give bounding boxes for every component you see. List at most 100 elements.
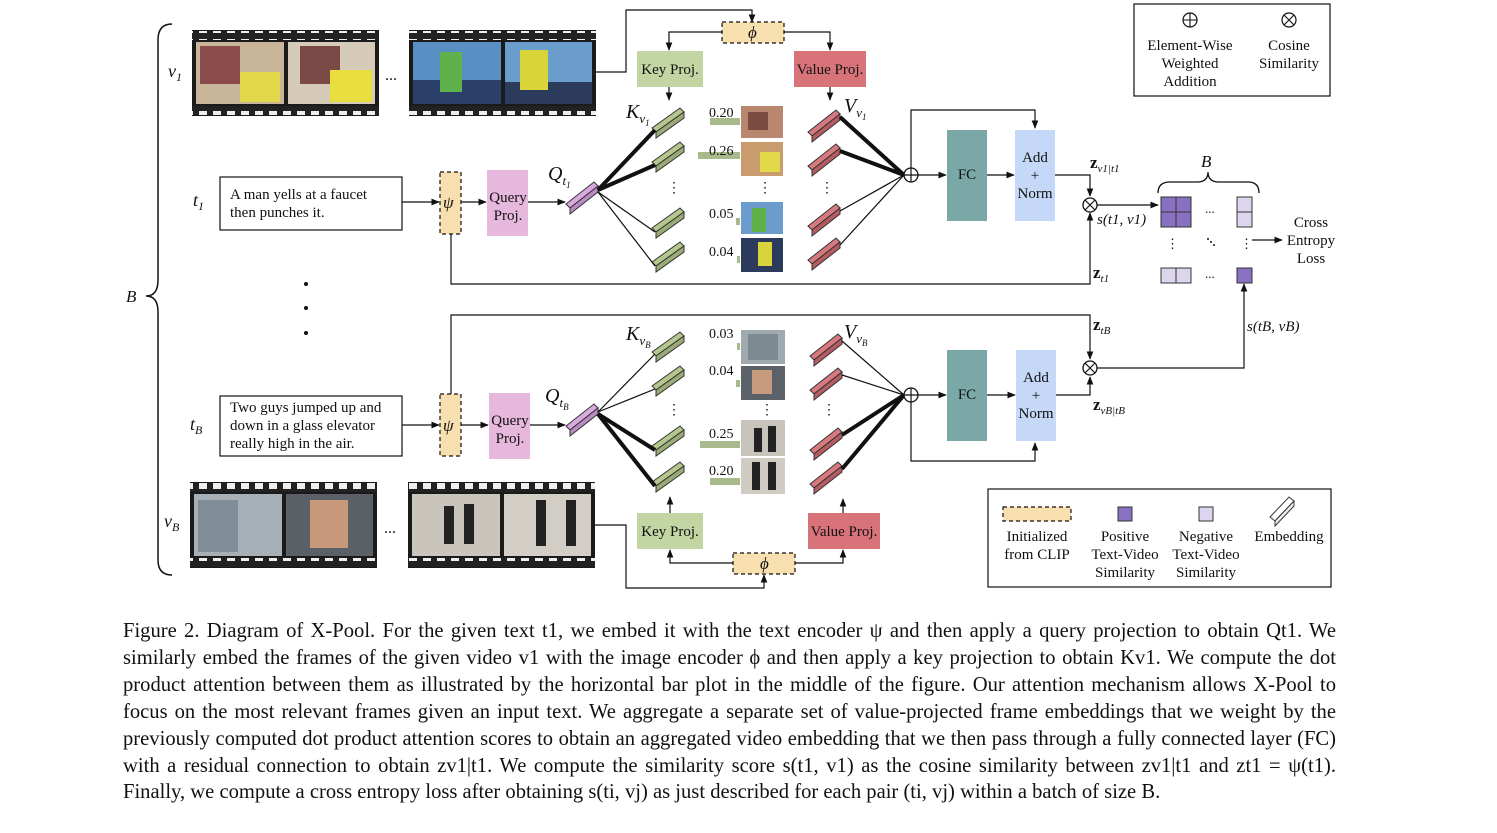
attention-frames-bottom [741,330,785,494]
value-vdots-top: ⋮ [820,181,834,196]
phi-to-key-top [665,31,722,51]
attention-lines-bottom [596,353,657,488]
key-vdots-top: ⋮ [667,181,681,196]
video-vB-filmstrip-right [408,482,595,568]
video-label-vB: vB [164,511,180,534]
batch-label: B [126,287,137,306]
matrix-label: B [1201,152,1212,171]
matrix-dots-row3: ... [1205,266,1215,281]
attention-score-bottom-2: 0.04 [709,364,734,379]
query-proj-label-top-2: Proj. [494,208,523,224]
z-text-bottom: ztB [1093,315,1111,337]
positive-legend-swatch [1117,506,1133,522]
attention-bars-top [698,118,740,263]
negative-legend-swatch [1198,506,1214,522]
add-norm-label-bottom-1: Add [1023,370,1049,386]
key-label-top: Kv1 [625,101,650,128]
query-proj-label-bottom-2: Proj. [496,431,525,447]
attention-bars-bottom [700,343,740,485]
cosine-icon-cross [1283,14,1295,26]
cosine-cross-bottom [1084,362,1096,374]
key-embeddings-bottom [651,331,685,493]
query-label-top: Qt1 [548,163,571,190]
legend-clip-1: Initialized [1007,529,1068,545]
phi-to-key-bottom [666,549,733,564]
legend-addition-1: Element-Wise [1147,38,1233,54]
legend-clip-2: from CLIP [1004,547,1069,563]
add-to-cosine-bottom [1056,376,1094,396]
legend-operators [1133,3,1331,97]
loss-label-2: Entropy [1287,233,1336,249]
addition-icon-plus [1183,13,1197,27]
loss-label-3: Loss [1297,251,1326,267]
video-v1-frames-ellipsis: ... [385,67,397,84]
batch-vertical-dots [304,282,308,335]
similarity-matrix [1160,196,1253,284]
embedding-legend-icon [1269,496,1295,528]
text-tB-line2: down in a glass elevator [230,418,375,434]
cosine-to-matrix-bottom [1097,283,1248,369]
text-label-tB: tB [190,414,203,437]
psi-symbol-bottom: ψ [443,416,454,435]
legend-negative-1: Negative [1179,529,1233,545]
legend-embedding: Embedding [1254,529,1324,545]
attention-score-top-4: 0.04 [709,245,734,260]
legend-cosine-2: Similarity [1259,56,1320,72]
attention-score-bottom-4: 0.20 [709,464,734,479]
legend-negative-3: Similarity [1176,565,1237,581]
legend-components [987,488,1332,588]
weighted-lines-bottom [840,340,906,471]
query-proj-label-top-1: Query [489,190,527,206]
key-vdots-bottom: ⋮ [667,403,681,418]
legend-cosine-1: Cosine [1268,38,1310,54]
add-norm-label-top-1: Add [1022,150,1048,166]
text-residual-bottom [450,314,1094,394]
value-embeddings-bottom [809,333,843,496]
weighted-addition-plus-bottom [904,388,918,402]
matrix-brace [1157,171,1260,194]
loss-label-1: Cross [1294,215,1328,231]
text-t1-line2: then punches it. [230,205,325,221]
key-proj-label-bottom: Key Proj. [641,524,699,540]
attention-score-bottom-3: 0.25 [709,427,734,442]
phi-bottom-connector [595,524,768,589]
z-text-top: zt1 [1093,263,1109,285]
attention-score-top-3: 0.05 [709,207,734,222]
residual-top [910,109,1039,168]
frame-vdots-bottom: ⋮ [760,403,774,418]
text-tB-line3: really high in the air. [230,436,355,452]
similarity-bottom: s(tB, vB) [1247,319,1299,335]
batch-brace [145,23,173,576]
attention-frames-top [741,106,783,272]
phi-symbol-top: ϕ [748,23,757,42]
add-norm-label-top-2: + [1031,168,1039,184]
weighted-addition-plus-top [904,168,918,182]
legend-addition-2: Weighted [1161,56,1219,72]
attention-score-top-1: 0.20 [709,106,734,121]
fc-label-top: FC [958,167,976,183]
add-norm-label-top-3: Norm [1018,186,1053,202]
value-embeddings-top [807,109,841,272]
query-embedding-bottom [565,403,599,438]
x-pool-diagram: B v1 t1 tB vB ... ϕ Key Proj. Value [126,3,1336,589]
caption-text: Figure 2. Diagram of X-Pool. For the giv… [123,620,1336,804]
text-box-tB [219,395,403,457]
legend-positive-3: Similarity [1095,565,1156,581]
text-box-t1 [219,176,403,231]
value-label-bottom: VvB [844,321,868,348]
legend-positive-2: Text-Video [1091,547,1158,563]
value-proj-box-bottom [808,513,880,549]
phi-top-connector [596,9,756,73]
psi-symbol-top: ψ [443,193,454,212]
query-proj-label-bottom-1: Query [491,413,529,429]
add-norm-box-top [1015,130,1055,221]
add-norm-box-bottom [1016,350,1056,441]
text-tB-line1: Two guys jumped up and [230,400,382,416]
text-residual-top [450,212,1094,285]
attention-score-bottom-1: 0.03 [709,327,734,342]
figure-caption: Figure 2. Diagram of X-Pool. For the giv… [123,618,1336,806]
key-label-bottom: KvB [625,323,651,350]
value-label-top: Vv1 [844,95,867,122]
frame-vdots-top: ⋮ [758,181,772,196]
phi-to-value-top [784,31,834,51]
